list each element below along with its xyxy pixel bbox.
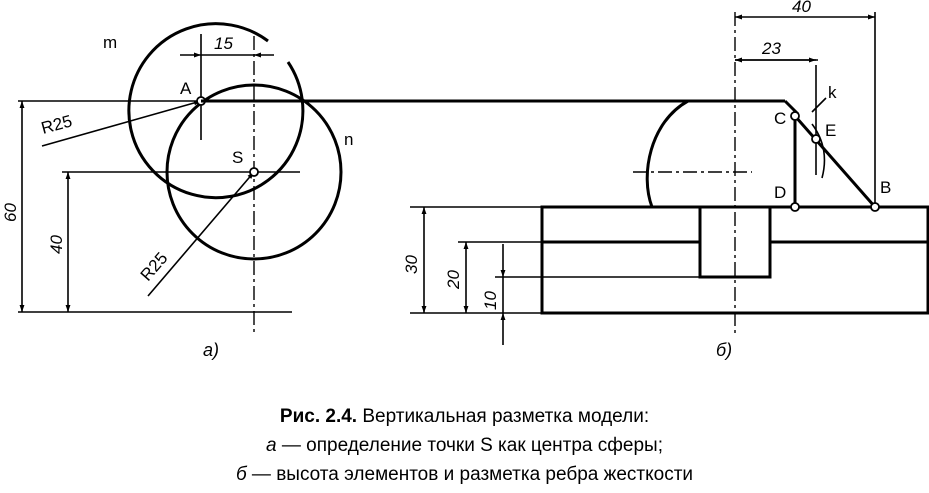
- rib-edge-cb: [793, 115, 877, 208]
- dim-10-label: 10: [481, 291, 500, 310]
- dim-60-label: 60: [1, 203, 20, 222]
- point-c: [790, 111, 800, 121]
- k-leader: [811, 97, 827, 113]
- point-c-label: C: [774, 109, 786, 128]
- caption-line-a: а — определение точки S как центра сферы…: [0, 435, 929, 457]
- dim-30-label: 30: [402, 255, 421, 274]
- figure-a-caption: а): [203, 340, 219, 360]
- technical-drawing: 15 60 40 R25 R25 A S m n а): [1, 0, 929, 360]
- figure-b: 40 23 30 20 10 C D: [402, 0, 929, 360]
- dim-23-label: 23: [761, 39, 781, 58]
- point-d: [790, 202, 800, 212]
- radius-leader-a: [41, 100, 202, 147]
- circle-m-label: m: [103, 33, 117, 52]
- arc-k: [811, 123, 826, 179]
- radius-label-s: R25: [137, 249, 172, 285]
- figure-b-caption: б): [716, 340, 732, 360]
- slot: [698, 207, 772, 279]
- caption-line-b: б — высота элементов и разметка ребра же…: [0, 464, 929, 486]
- point-s-label: S: [232, 148, 243, 167]
- dome-left-arc: [645, 99, 689, 208]
- dim-40-label: 40: [792, 0, 811, 16]
- dim-15-label: 15: [214, 34, 233, 53]
- point-a-label: A: [180, 79, 192, 98]
- caption-title: Рис. 2.4. Вертикальная разметка модели:: [0, 406, 929, 428]
- arc-k-label: k: [828, 83, 837, 102]
- point-e-label: E: [825, 121, 836, 140]
- caption-a-marker: а: [266, 435, 277, 456]
- point-s: [249, 167, 259, 177]
- point-d-label: D: [774, 183, 786, 202]
- caption-a-text: — определение точки S как центра сферы;: [276, 435, 663, 456]
- point-e: [811, 134, 821, 144]
- caption-title-text: Вертикальная разметка модели:: [357, 406, 650, 427]
- circle-m: [127, 22, 305, 200]
- base-block: [540, 205, 929, 315]
- caption-b-marker: б: [235, 464, 247, 485]
- dim-20-label: 20: [444, 270, 463, 290]
- radius-label-a: R25: [39, 111, 74, 137]
- point-b-label: B: [880, 178, 891, 197]
- caption-b-text: — высота элементов и разметка ребра жест…: [246, 464, 694, 485]
- figure-a: 15 60 40 R25 R25 A S m n а): [1, 22, 353, 360]
- dim-40-label: 40: [47, 235, 66, 254]
- circle-n-label: n: [344, 130, 353, 149]
- radius-leader-s: [147, 171, 255, 297]
- caption-figure-number: Рис. 2.4.: [279, 406, 358, 427]
- point-b: [870, 202, 880, 212]
